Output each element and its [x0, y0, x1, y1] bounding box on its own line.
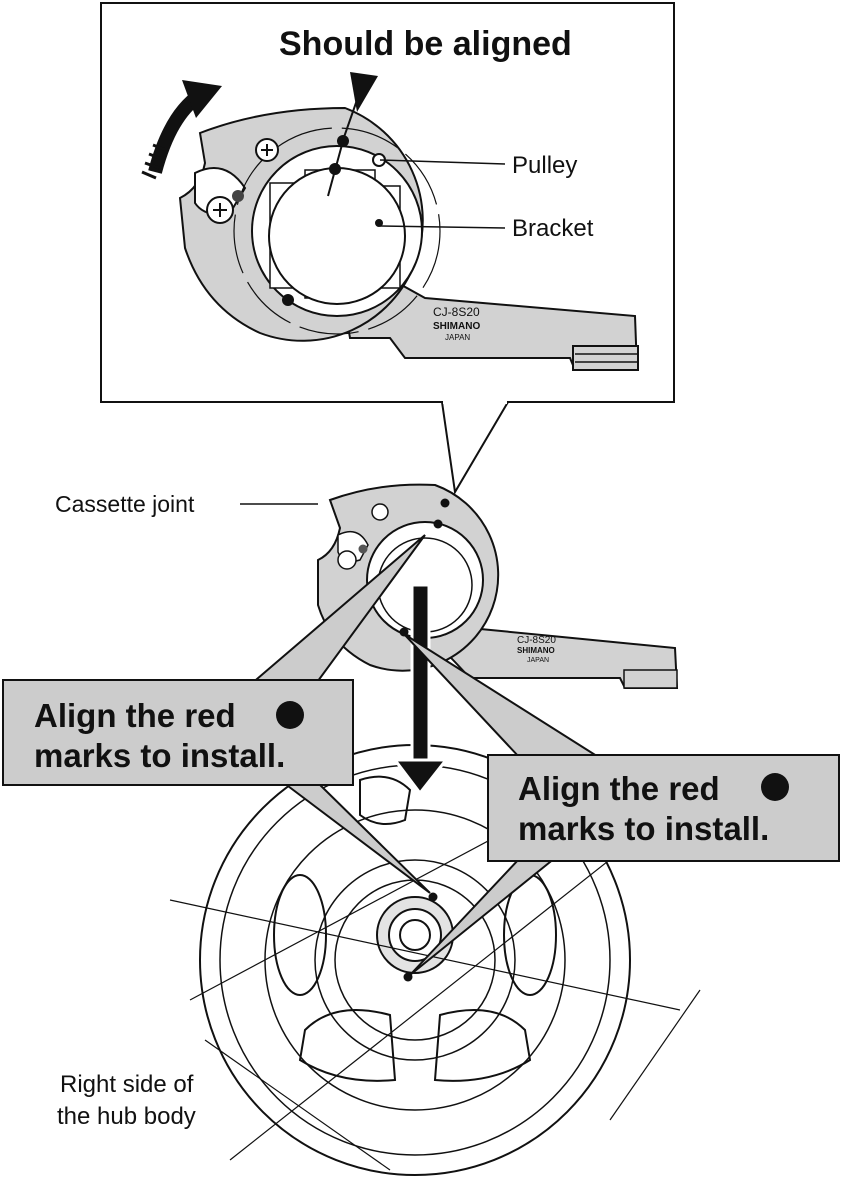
cassette-joint-zoomed: CJ-8S20 SHIMANO JAPAN — [178, 106, 639, 371]
origin-text: JAPAN — [527, 657, 549, 664]
red-dot-icon — [276, 701, 304, 729]
cassette-joint: CJ-8S20 SHIMANO JAPAN — [317, 483, 679, 689]
label-bracket: Bracket — [512, 215, 594, 242]
zoom-pointer — [441, 401, 509, 495]
zoom-model-text: CJ-8S20 — [433, 305, 480, 319]
callout-left-line1: Align the red — [34, 697, 236, 734]
red-dot-icon — [761, 773, 789, 801]
zoom-brand-text: SHIMANO — [433, 321, 480, 332]
rotation-arrow-icon — [141, 80, 222, 180]
callout-left-line2: marks to install. — [34, 737, 285, 774]
zoom-origin-text: JAPAN — [445, 333, 470, 342]
install-arrow-icon — [391, 583, 450, 796]
label-hub-line2: the hub body — [57, 1103, 196, 1130]
callout-right: Align the red marks to install. — [403, 633, 840, 976]
label-pulley: Pulley — [512, 152, 577, 179]
label-cassette-joint: Cassette joint — [55, 491, 195, 517]
callout-left: Align the red marks to install. — [2, 534, 431, 894]
heading-should-be-aligned: Should be aligned — [279, 25, 572, 63]
model-text: CJ-8S20 — [517, 635, 556, 646]
callout-right-line2: marks to install. — [518, 810, 769, 847]
label-hub-line1: Right side of — [60, 1071, 194, 1098]
brand-text: SHIMANO — [517, 646, 555, 655]
callout-right-line1: Align the red — [518, 770, 720, 807]
